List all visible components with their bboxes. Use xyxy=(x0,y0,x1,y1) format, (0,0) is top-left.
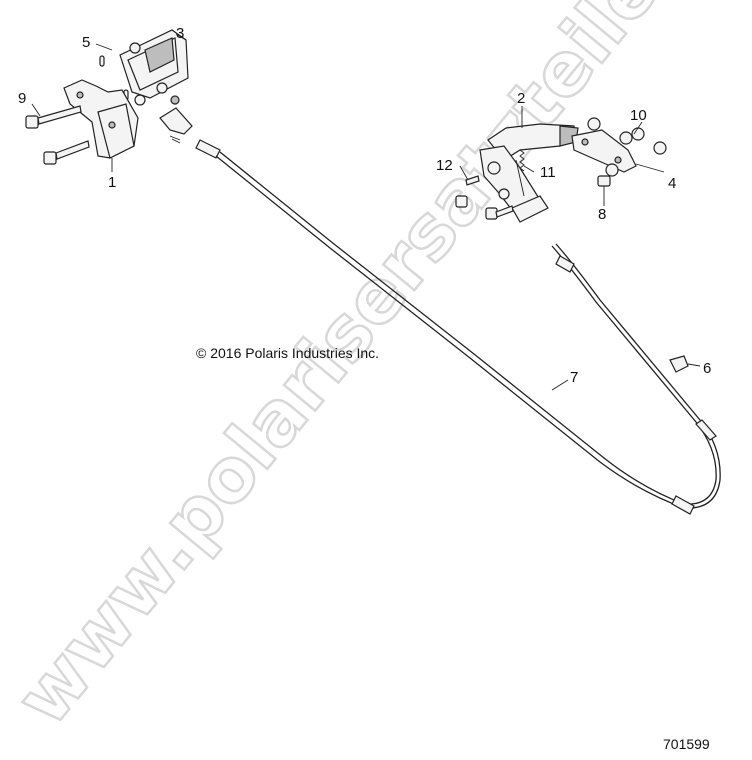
callout-2: 2 xyxy=(517,90,525,107)
callout-4: 4 xyxy=(668,175,676,192)
bolt-part-8 xyxy=(597,175,611,187)
bolts-part-9 xyxy=(25,105,90,165)
brake-caliper-part-3 xyxy=(119,29,189,106)
nuts-part-10 xyxy=(587,117,667,177)
copyright-notice: © 2016 Polaris Industries Inc. xyxy=(196,345,379,361)
callout-7: 7 xyxy=(570,369,578,386)
callout-6: 6 xyxy=(703,360,711,377)
brake-lever-part-2 xyxy=(479,123,579,223)
cable-end-fitting xyxy=(159,95,221,159)
mount-plate-part-4 xyxy=(571,129,637,173)
bracket-part-1 xyxy=(63,79,139,159)
callout-10: 10 xyxy=(630,107,647,124)
spring-part-11 xyxy=(519,149,525,172)
clip-part-6 xyxy=(669,355,689,373)
callout-5: 5 xyxy=(82,34,90,51)
callout-8: 8 xyxy=(598,206,606,223)
callout-9: 9 xyxy=(18,90,26,107)
brake-cable-part-7 xyxy=(215,155,721,509)
callout-12: 12 xyxy=(436,157,453,174)
screws-part-12 xyxy=(455,175,514,220)
callout-1: 1 xyxy=(108,174,116,191)
callout-11: 11 xyxy=(540,164,556,181)
drawing-number: 701599 xyxy=(663,736,710,752)
leader-lines xyxy=(31,33,701,391)
callout-3: 3 xyxy=(176,25,184,42)
